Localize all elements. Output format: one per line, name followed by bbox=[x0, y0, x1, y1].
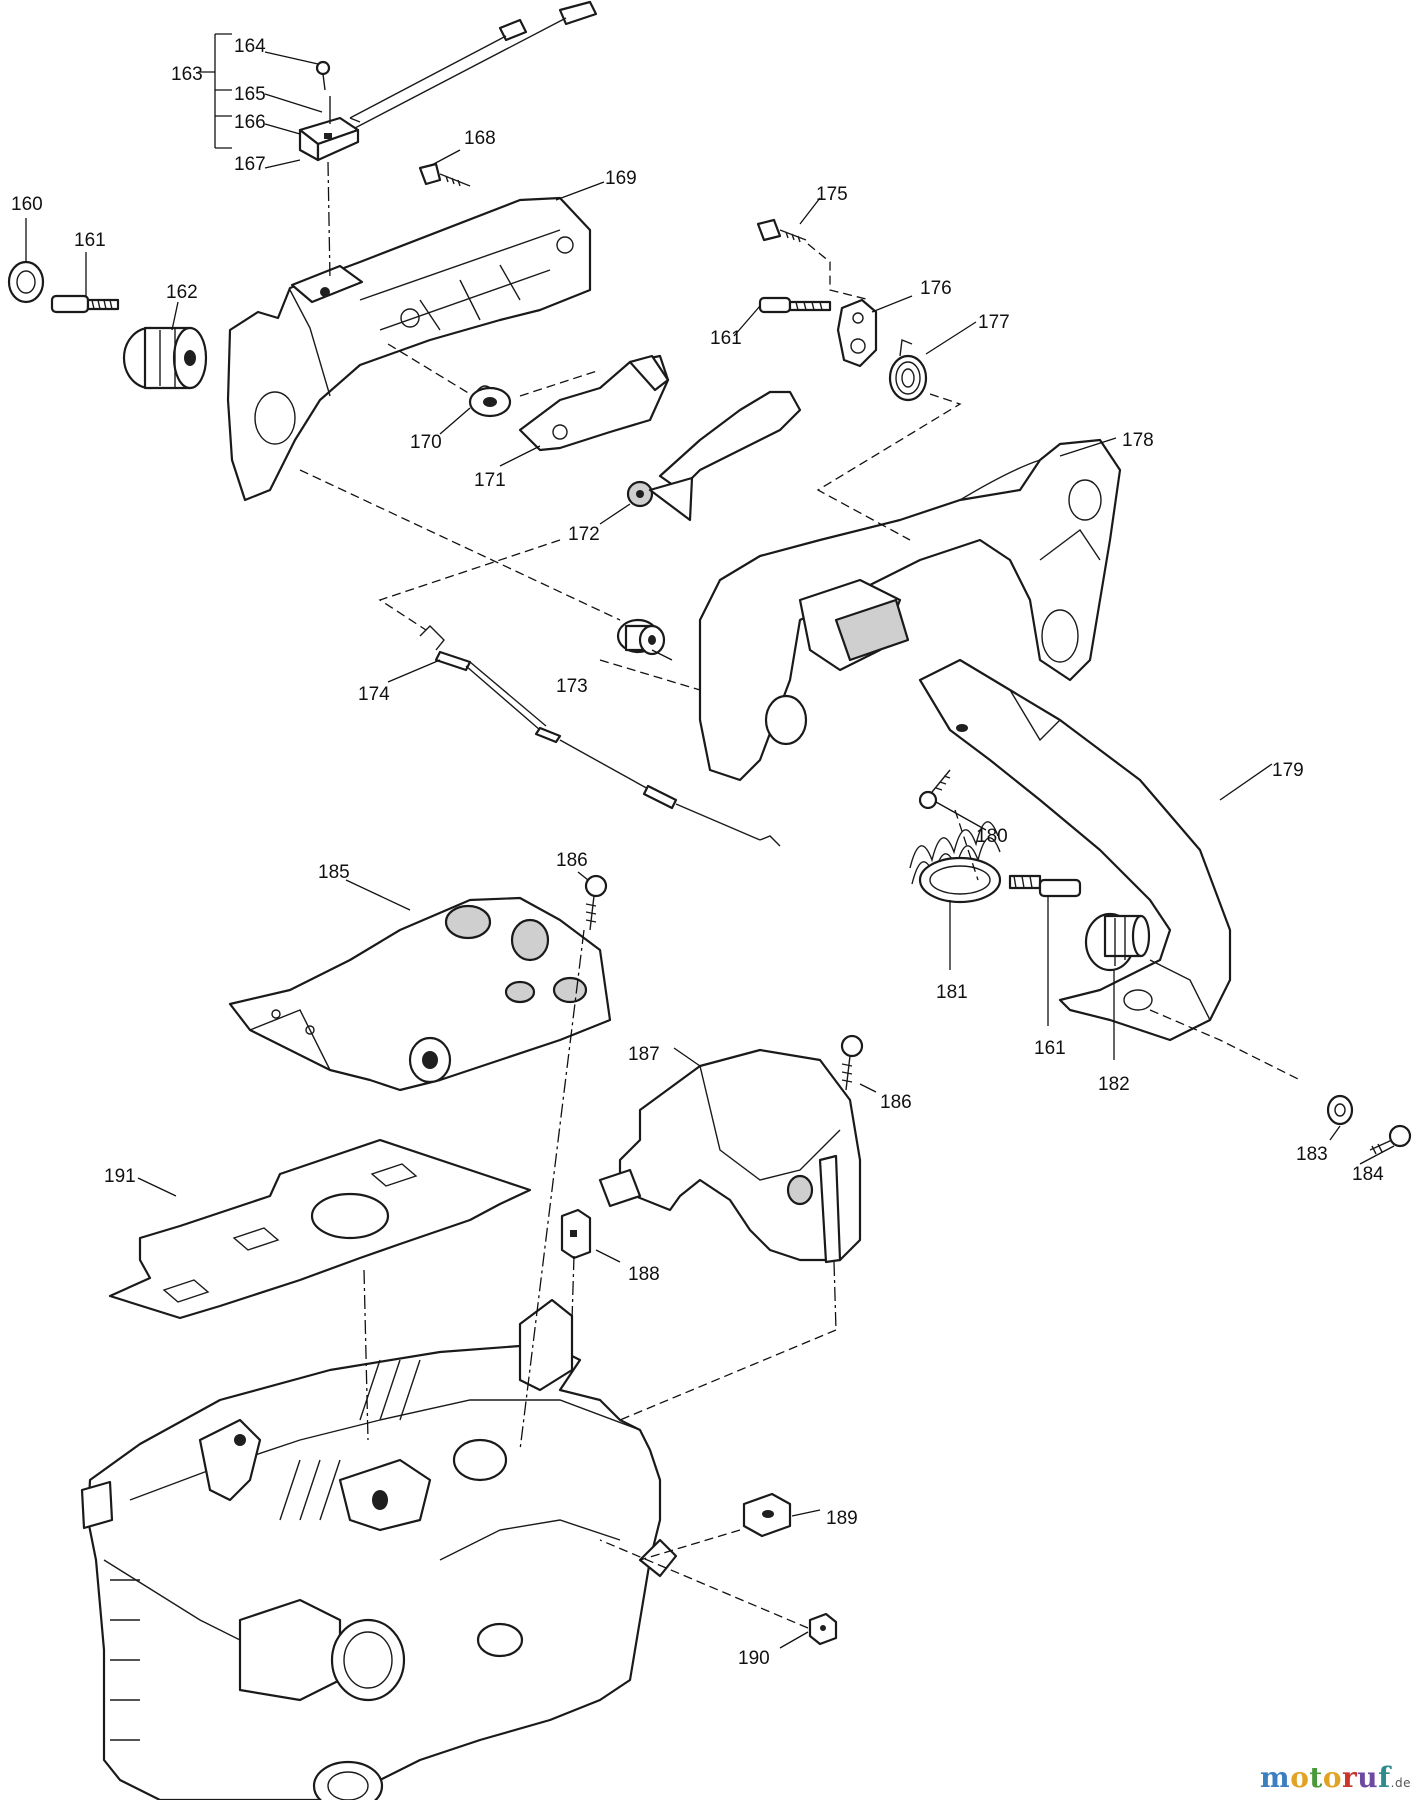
label-part-187: 187 bbox=[628, 1044, 660, 1065]
watermark-letter: r bbox=[1342, 1761, 1358, 1794]
watermark-letter: o bbox=[1290, 1761, 1310, 1794]
part-169-rear-handle bbox=[226, 196, 592, 502]
label-part-171: 171 bbox=[474, 470, 506, 491]
part-179-grip bbox=[918, 658, 1232, 1042]
label-part-168: 168 bbox=[464, 128, 496, 149]
label-part-179: 179 bbox=[1272, 760, 1304, 781]
label-part-177: 177 bbox=[978, 312, 1010, 333]
part-185-cover-plate bbox=[228, 896, 612, 1092]
label-part-163: 163 bbox=[171, 64, 203, 85]
crankcase-housing bbox=[80, 1298, 678, 1800]
part-175-screw bbox=[756, 218, 807, 243]
label-part-174: 174 bbox=[358, 684, 390, 705]
leader-lines bbox=[25, 33, 1395, 1649]
part-171-lockout-lever bbox=[518, 354, 670, 452]
watermark-letter: m bbox=[1260, 1761, 1291, 1794]
label-part-167: 167 bbox=[234, 154, 266, 175]
part-176-plate bbox=[836, 298, 878, 368]
watermark-logo: motoruf.de bbox=[1260, 1761, 1411, 1794]
label-part-186-bottom: 186 bbox=[880, 1092, 912, 1113]
label-part-189: 189 bbox=[826, 1508, 858, 1529]
watermark-letter: f bbox=[1378, 1761, 1391, 1794]
watermark-letter: u bbox=[1357, 1761, 1379, 1794]
alignment-lines bbox=[299, 161, 1301, 1629]
label-part-183: 183 bbox=[1296, 1144, 1328, 1165]
part-188-clip bbox=[560, 1208, 592, 1260]
part-174-throttle-cable bbox=[419, 625, 781, 847]
label-part-184: 184 bbox=[1352, 1164, 1384, 1185]
part-161-bolt-middle bbox=[758, 296, 832, 314]
label-part-176: 176 bbox=[920, 278, 952, 299]
label-part-172: 172 bbox=[568, 524, 600, 545]
part-191-gasket bbox=[108, 1138, 532, 1320]
label-part-182: 182 bbox=[1098, 1074, 1130, 1095]
label-part-162: 162 bbox=[166, 282, 198, 303]
part-180-screw bbox=[918, 769, 951, 810]
label-part-165: 165 bbox=[234, 84, 266, 105]
part-173-bushing bbox=[616, 618, 666, 656]
label-part-173: 173 bbox=[556, 676, 588, 697]
label-part-164: 164 bbox=[234, 36, 266, 57]
part-177-torsion-spring bbox=[888, 339, 928, 402]
part-182-rubber-mount bbox=[1084, 912, 1151, 972]
label-part-161-mid: 161 bbox=[710, 328, 742, 349]
part-162-damper bbox=[122, 326, 208, 390]
ignition-switch-assembly bbox=[298, 0, 598, 162]
part-187-shield bbox=[598, 1048, 862, 1264]
label-part-170: 170 bbox=[410, 432, 442, 453]
label-part-178: 178 bbox=[1122, 430, 1154, 451]
label-part-185: 185 bbox=[318, 862, 350, 883]
watermark-letter: t bbox=[1309, 1761, 1323, 1794]
part-172-throttle-trigger bbox=[626, 390, 802, 522]
watermark-suffix: .de bbox=[1390, 1776, 1411, 1790]
label-part-160: 160 bbox=[11, 194, 43, 215]
part-161-bolt-left bbox=[50, 294, 120, 314]
part-168-screw bbox=[418, 162, 471, 187]
label-part-186-top: 186 bbox=[556, 850, 588, 871]
label-part-161: 161 bbox=[74, 230, 106, 251]
label-part-161-right: 161 bbox=[1034, 1038, 1066, 1059]
watermark-letter: o bbox=[1322, 1761, 1342, 1794]
part-181-spring bbox=[909, 821, 1002, 904]
label-part-180: 180 bbox=[976, 826, 1008, 847]
part-186-screw-top bbox=[584, 874, 608, 931]
label-part-175: 175 bbox=[816, 184, 848, 205]
part-labels: 160 161 162 163 164 165 166 167 168 169 … bbox=[11, 36, 1384, 1669]
label-part-166: 166 bbox=[234, 112, 266, 133]
label-part-190: 190 bbox=[738, 1648, 770, 1669]
part-190-nut bbox=[808, 1612, 838, 1646]
part-160-washer bbox=[7, 260, 45, 304]
part-186-screw-bottom bbox=[840, 1034, 864, 1091]
label-part-191: 191 bbox=[104, 1166, 136, 1187]
part-178-handle-bracket bbox=[698, 438, 1122, 782]
label-part-169: 169 bbox=[605, 168, 637, 189]
part-184-screw bbox=[1369, 1124, 1412, 1155]
label-part-181: 181 bbox=[936, 982, 968, 1003]
part-161-bolt-right bbox=[1008, 874, 1082, 898]
part-183-washer bbox=[1326, 1094, 1354, 1126]
label-part-188: 188 bbox=[628, 1264, 660, 1285]
part-170-spring bbox=[468, 385, 512, 418]
part-189-nut bbox=[742, 1492, 792, 1538]
